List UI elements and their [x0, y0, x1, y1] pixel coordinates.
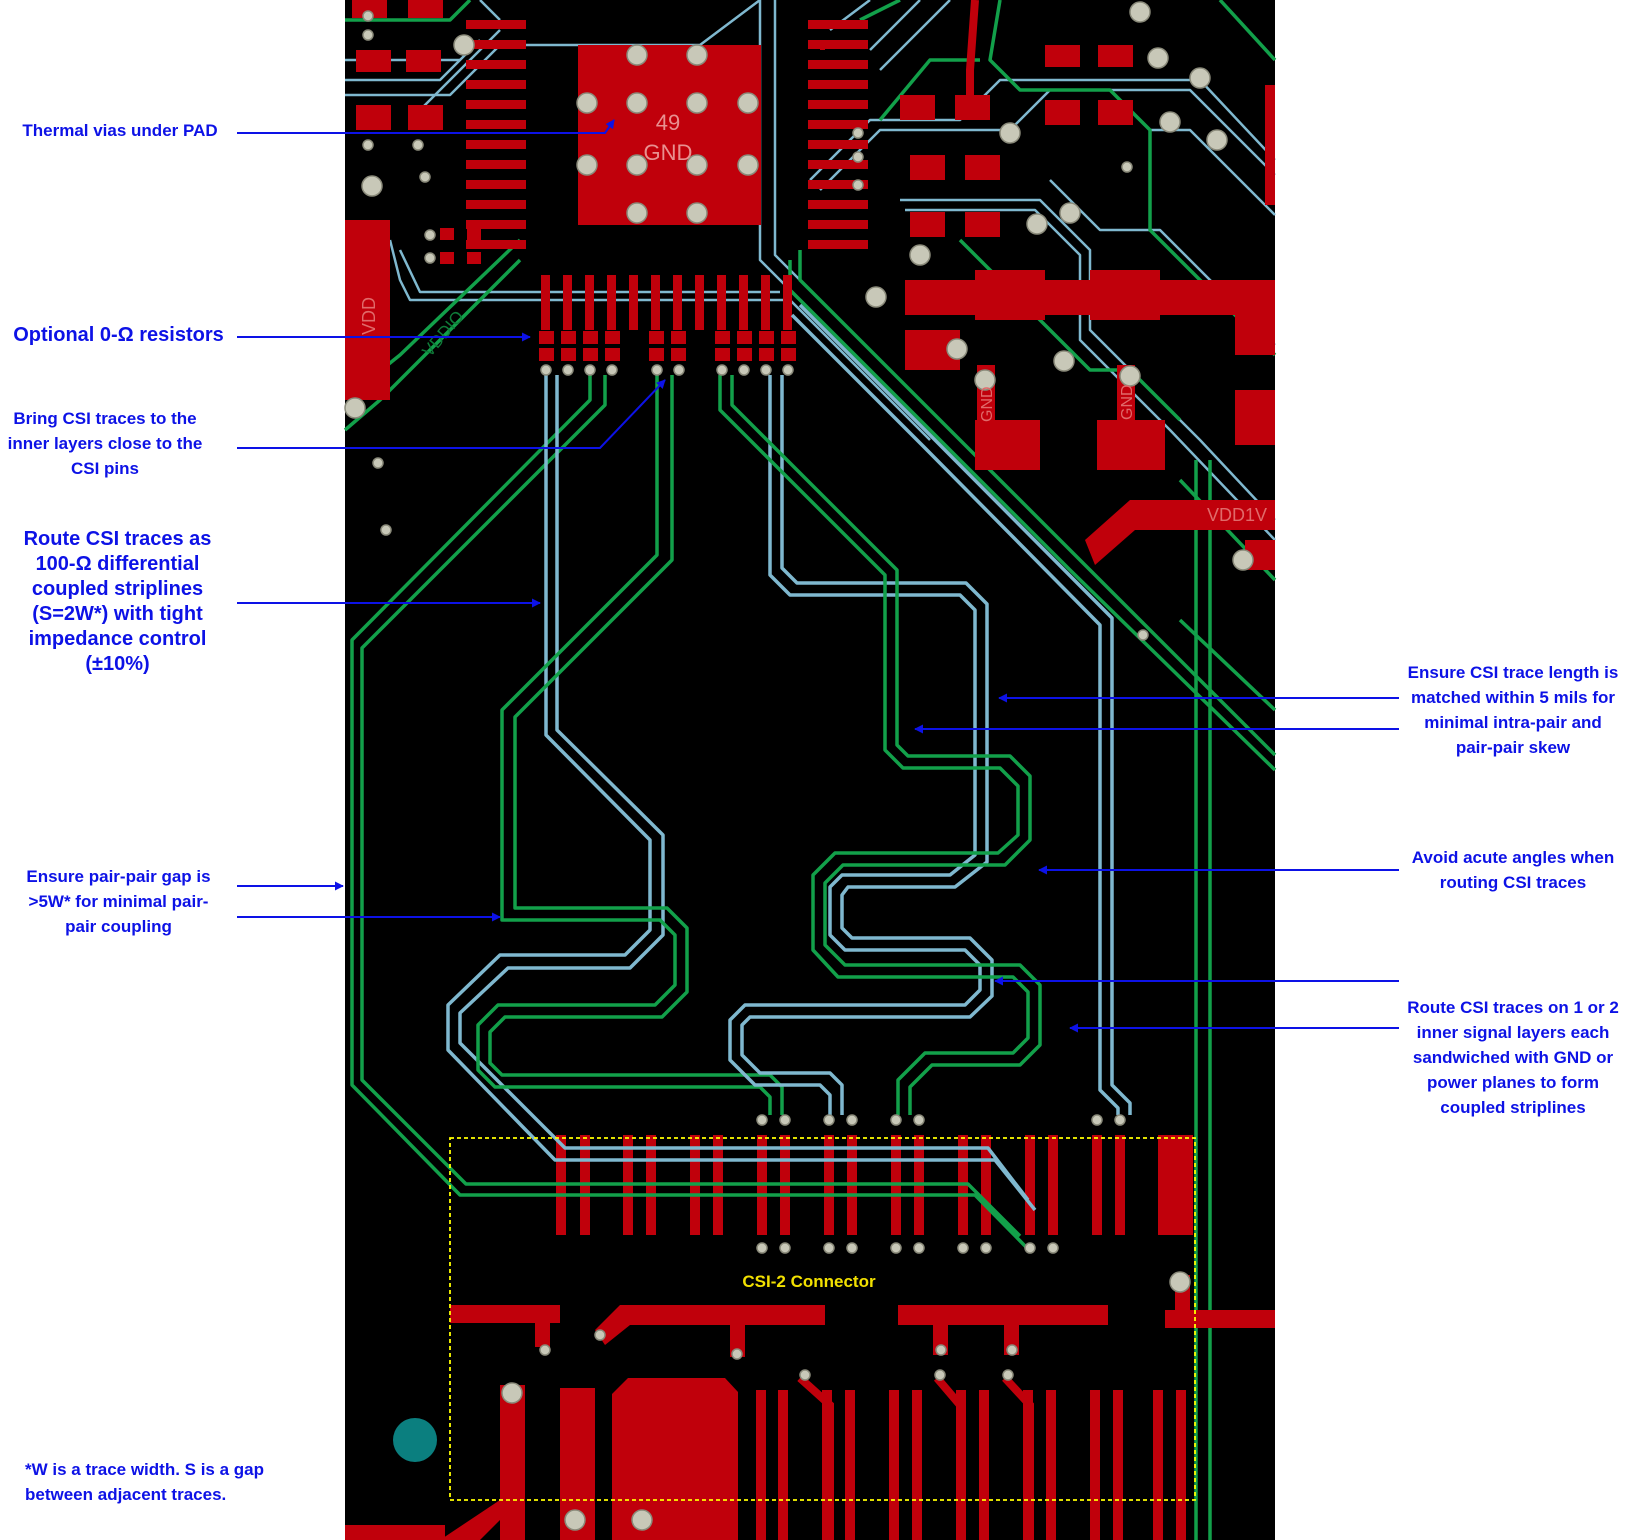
fiducial-dot — [393, 1418, 437, 1462]
csi-traces — [350, 303, 1132, 1250]
annotation-arrows — [237, 119, 1399, 1033]
vdd-label: VDD — [359, 297, 379, 335]
gnd-label-1: GND — [979, 386, 996, 422]
vias — [344, 1, 1254, 1531]
arrow-inner-layers — [237, 379, 666, 449]
angled-copper-traces — [797, 0, 1034, 1540]
annotation-striplines: Route CSI traces as 100-Ω differential c… — [23, 528, 212, 675]
gnd-label-2: GND — [1119, 384, 1136, 420]
connector-outline — [449, 1137, 1196, 1501]
annotation-inner-signal: Route CSI traces on 1 or 2 inner signal … — [1407, 998, 1619, 1117]
annotation-acute-angles: Avoid acute angles when routing CSI trac… — [1411, 848, 1615, 892]
annotation-resistors: Optional 0-Ω resistors — [13, 324, 224, 346]
thermal-pad — [578, 45, 761, 225]
pad-number-label: 49 — [656, 110, 680, 135]
annotation-length-match: Ensure CSI trace length is matched withi… — [1407, 663, 1619, 757]
annotation-inner-layers: Bring CSI traces to the inner layers clo… — [7, 409, 203, 478]
connector-label: CSI-2 Connector — [742, 1272, 876, 1291]
arrow-thermal-vias — [237, 119, 615, 134]
pcb-board — [345, 0, 1275, 1540]
top-copper — [345, 0, 1275, 1540]
annotation-thermal-vias: Thermal vias under PAD — [22, 121, 218, 140]
annotation-footnote: *W is a trace width. S is a gap between … — [25, 1460, 265, 1504]
annotation-pair-gap: Ensure pair-pair gap is >5W* for minimal… — [26, 867, 211, 936]
pad-net-label: GND — [644, 140, 693, 165]
vdd1v-label: VDD1V — [1207, 505, 1267, 525]
